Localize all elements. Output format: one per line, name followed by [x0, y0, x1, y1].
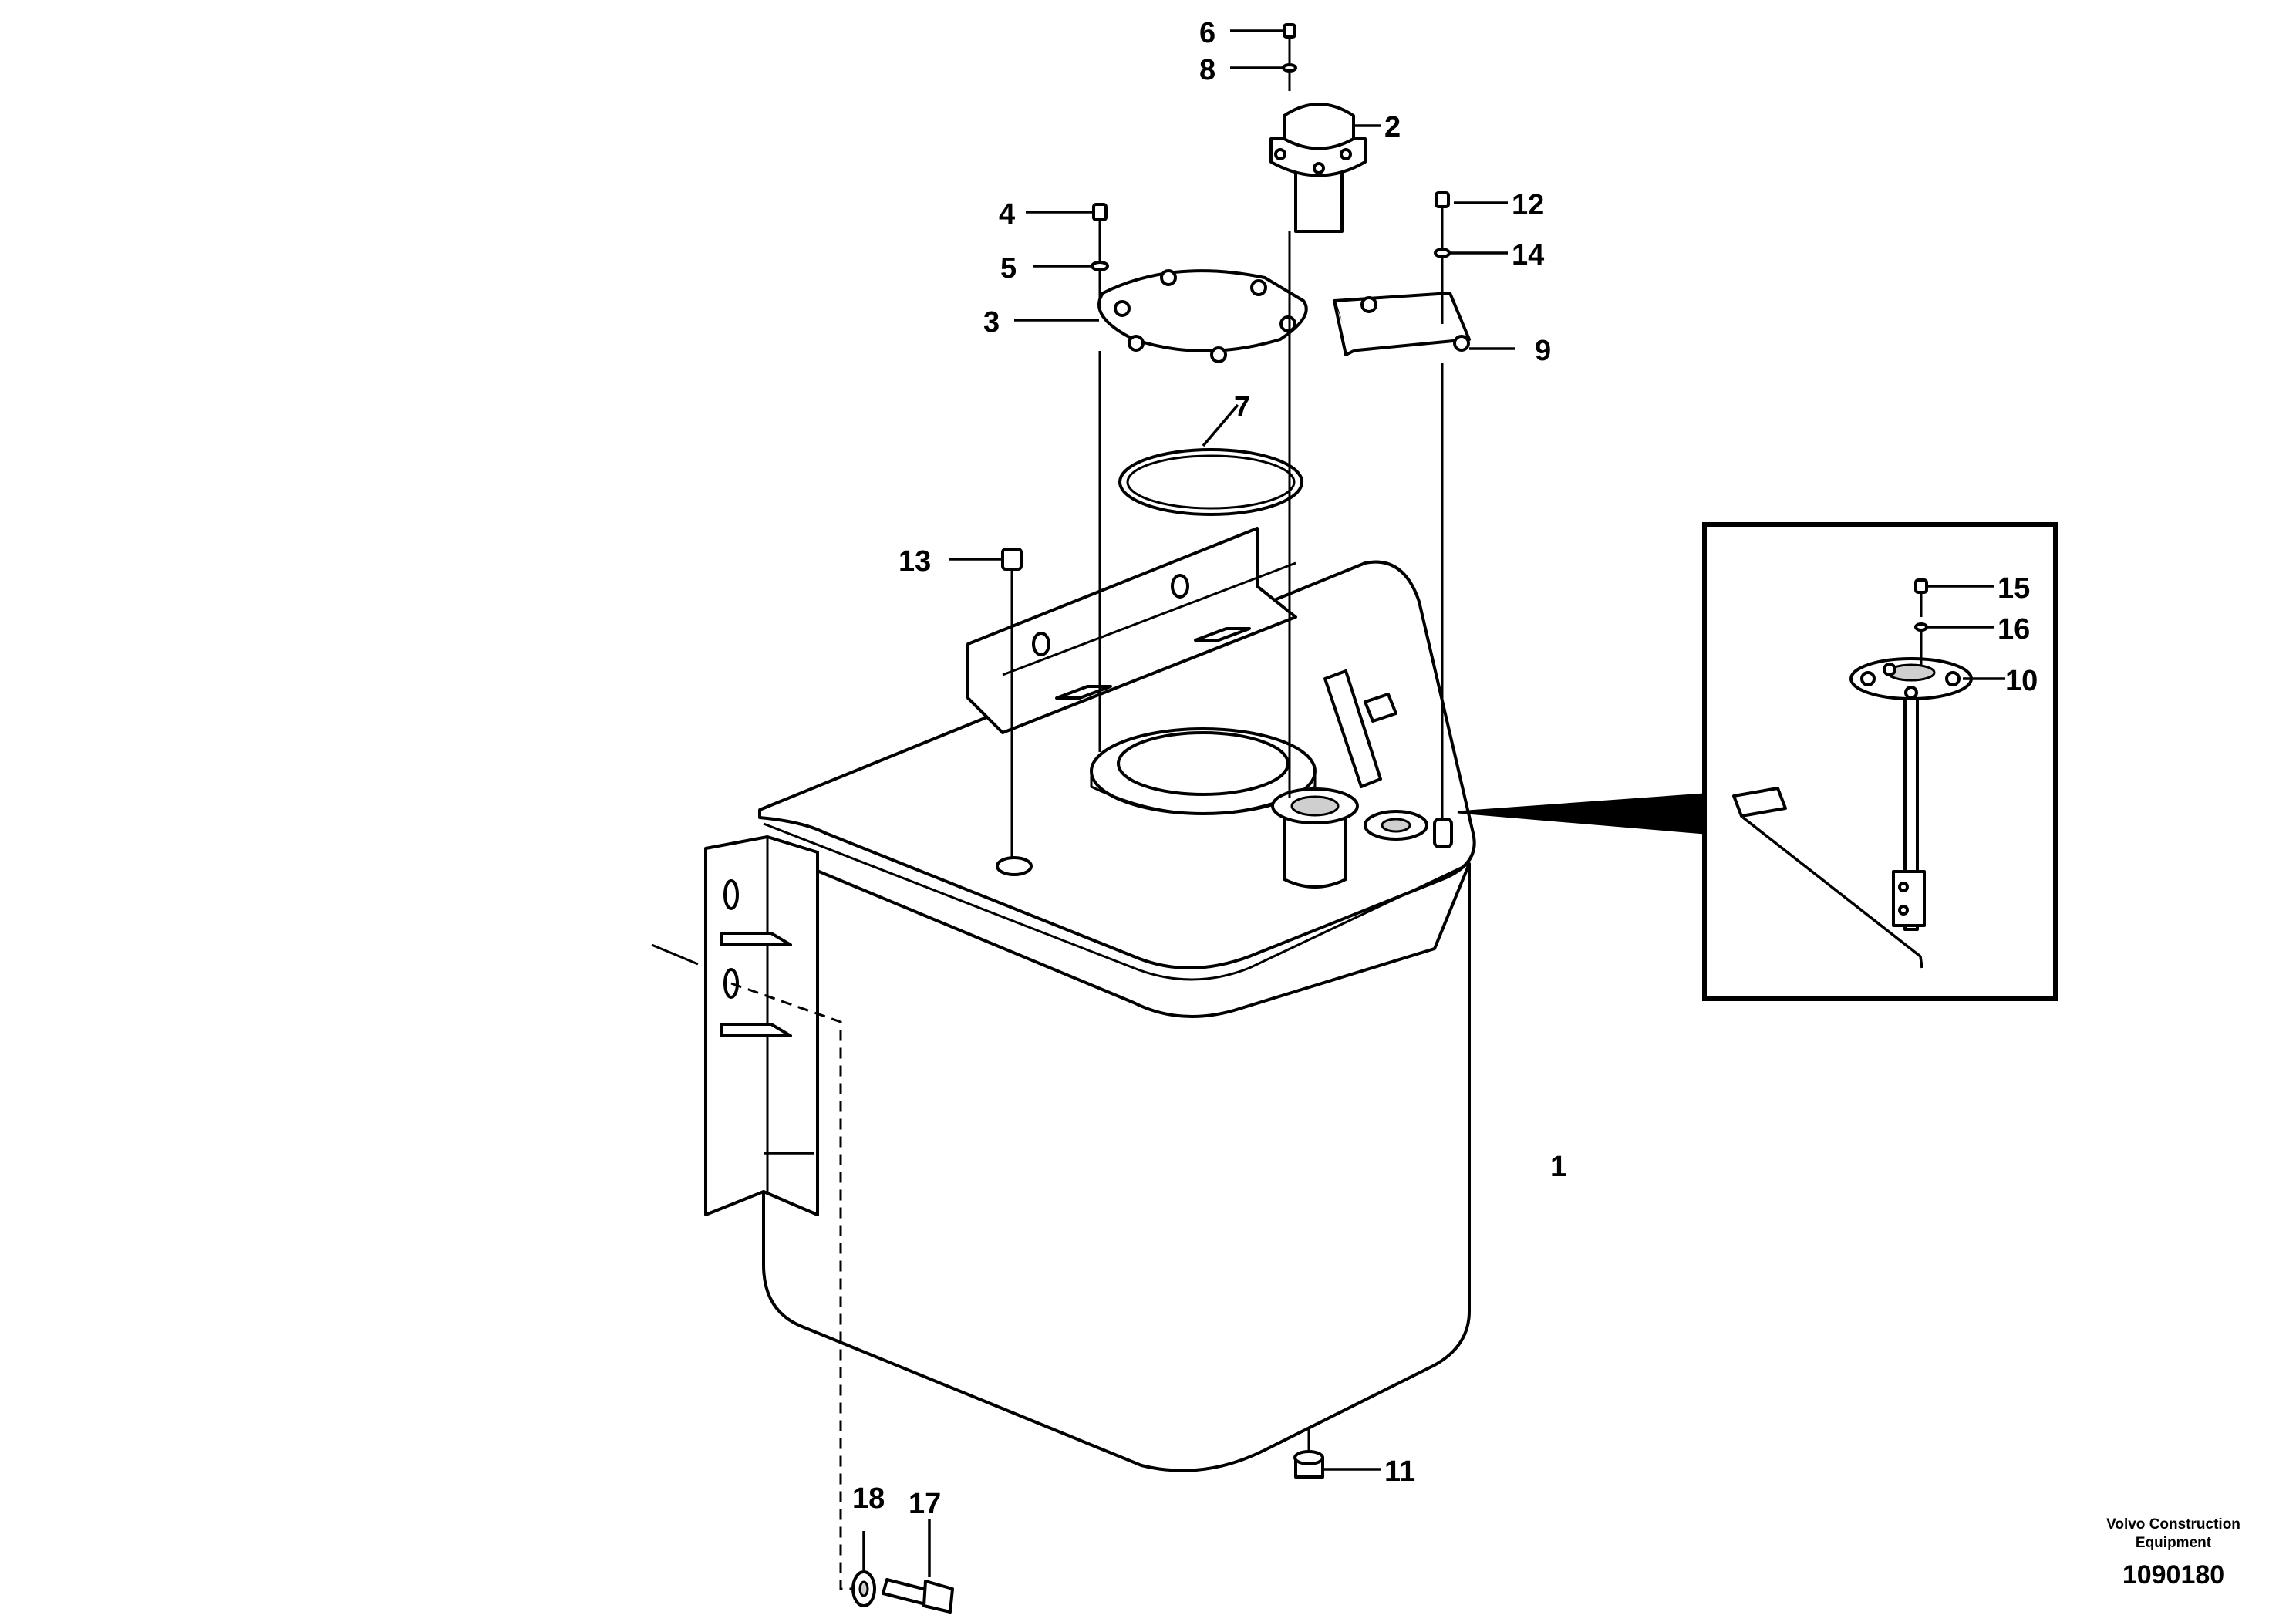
screw-boss	[996, 856, 1033, 876]
breather-filter	[1269, 103, 1367, 233]
o-ring	[1118, 448, 1303, 516]
screw-12	[1435, 191, 1450, 219]
callout-10: 10	[2005, 665, 2038, 697]
washer-14	[1434, 248, 1451, 258]
screw-6	[1283, 23, 1296, 45]
callout-3: 3	[983, 306, 1000, 339]
callout-16: 16	[1998, 613, 2030, 646]
side-mounting-bracket	[704, 835, 819, 1216]
top-mounting-bracket	[966, 527, 1297, 734]
callout-13: 13	[899, 545, 931, 578]
callout-12: 12	[1512, 189, 1544, 221]
callout-17: 17	[909, 1488, 941, 1520]
callout-7: 7	[1234, 391, 1250, 423]
cover-plate	[1097, 269, 1308, 363]
callout-15: 15	[1998, 572, 2030, 605]
callout-14: 14	[1512, 239, 1544, 271]
detail-inset	[1457, 522, 2058, 1001]
level-sensor-port	[1364, 810, 1453, 848]
washer-5	[1091, 261, 1109, 271]
callout-18: 18	[852, 1482, 885, 1515]
callout-8: 8	[1199, 54, 1215, 86]
screw-4	[1092, 203, 1108, 231]
washer-8	[1282, 63, 1297, 73]
callout-4: 4	[999, 198, 1015, 231]
callout-6: 6	[1199, 17, 1215, 49]
assembly-lines	[651, 45, 1444, 1590]
leader-lines	[764, 29, 2005, 1577]
screw-13	[1001, 548, 1023, 582]
document-number: 1090180	[2122, 1560, 2224, 1590]
bolt-17	[882, 1578, 954, 1614]
callout-2: 2	[1384, 111, 1401, 143]
brand-line-1: Volvo Construction	[2106, 1516, 2240, 1533]
callout-9: 9	[1535, 335, 1551, 367]
brand-line-2: Equipment	[2136, 1535, 2212, 1551]
callout-11: 11	[1384, 1455, 1415, 1488]
breather-sleeve	[1271, 787, 1359, 889]
callout-1: 1	[1550, 1151, 1566, 1183]
hydraulic-tank	[758, 560, 1476, 1472]
washer-18	[851, 1570, 876, 1607]
guard-plate	[1333, 292, 1471, 356]
drain-plug	[1293, 1450, 1324, 1479]
callout-5: 5	[1000, 252, 1017, 285]
top-strip	[1323, 669, 1397, 788]
